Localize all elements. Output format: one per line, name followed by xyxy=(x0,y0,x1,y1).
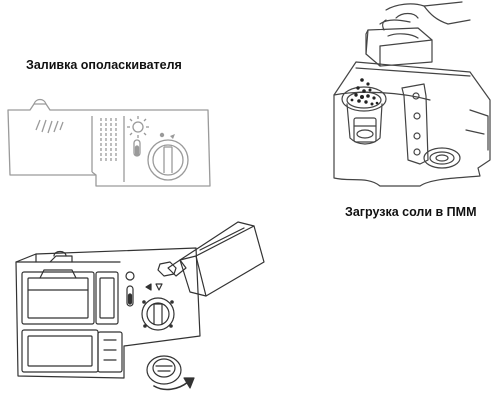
rinse-aid-fill-label: Заливка ополаскивателя xyxy=(26,58,182,72)
rinse-aid-dispenser-illustration xyxy=(7,98,211,187)
salt-loading-illustration xyxy=(333,1,491,187)
sun-indicator-icon xyxy=(127,116,149,138)
dispenser-cap xyxy=(146,355,182,385)
rinse-aid-bottle xyxy=(167,221,265,297)
rotate-arrow-icon xyxy=(153,377,195,391)
salt-granules xyxy=(350,78,379,106)
salt-loading-label: Загрузка соли в ПММ xyxy=(345,205,477,219)
hand-icon xyxy=(379,1,471,39)
rinse-aid-bottle-illustration xyxy=(15,221,265,391)
